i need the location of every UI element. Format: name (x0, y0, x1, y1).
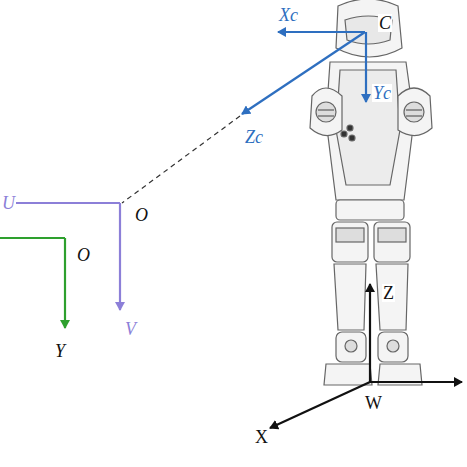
axis-label: V (124, 320, 137, 338)
origin-label: O (76, 246, 91, 264)
origin-label: C (378, 14, 392, 32)
axis-label: Y (54, 342, 66, 360)
axis-label: Zc (244, 128, 264, 146)
axis-label: U (1, 194, 16, 212)
axis-label: X (254, 428, 269, 446)
origin-label: W (364, 394, 383, 412)
axis-label: Yc (372, 84, 392, 102)
axis-label: Z (382, 284, 395, 302)
origin-label: O (134, 206, 149, 224)
axis-label: Xc (278, 6, 299, 24)
